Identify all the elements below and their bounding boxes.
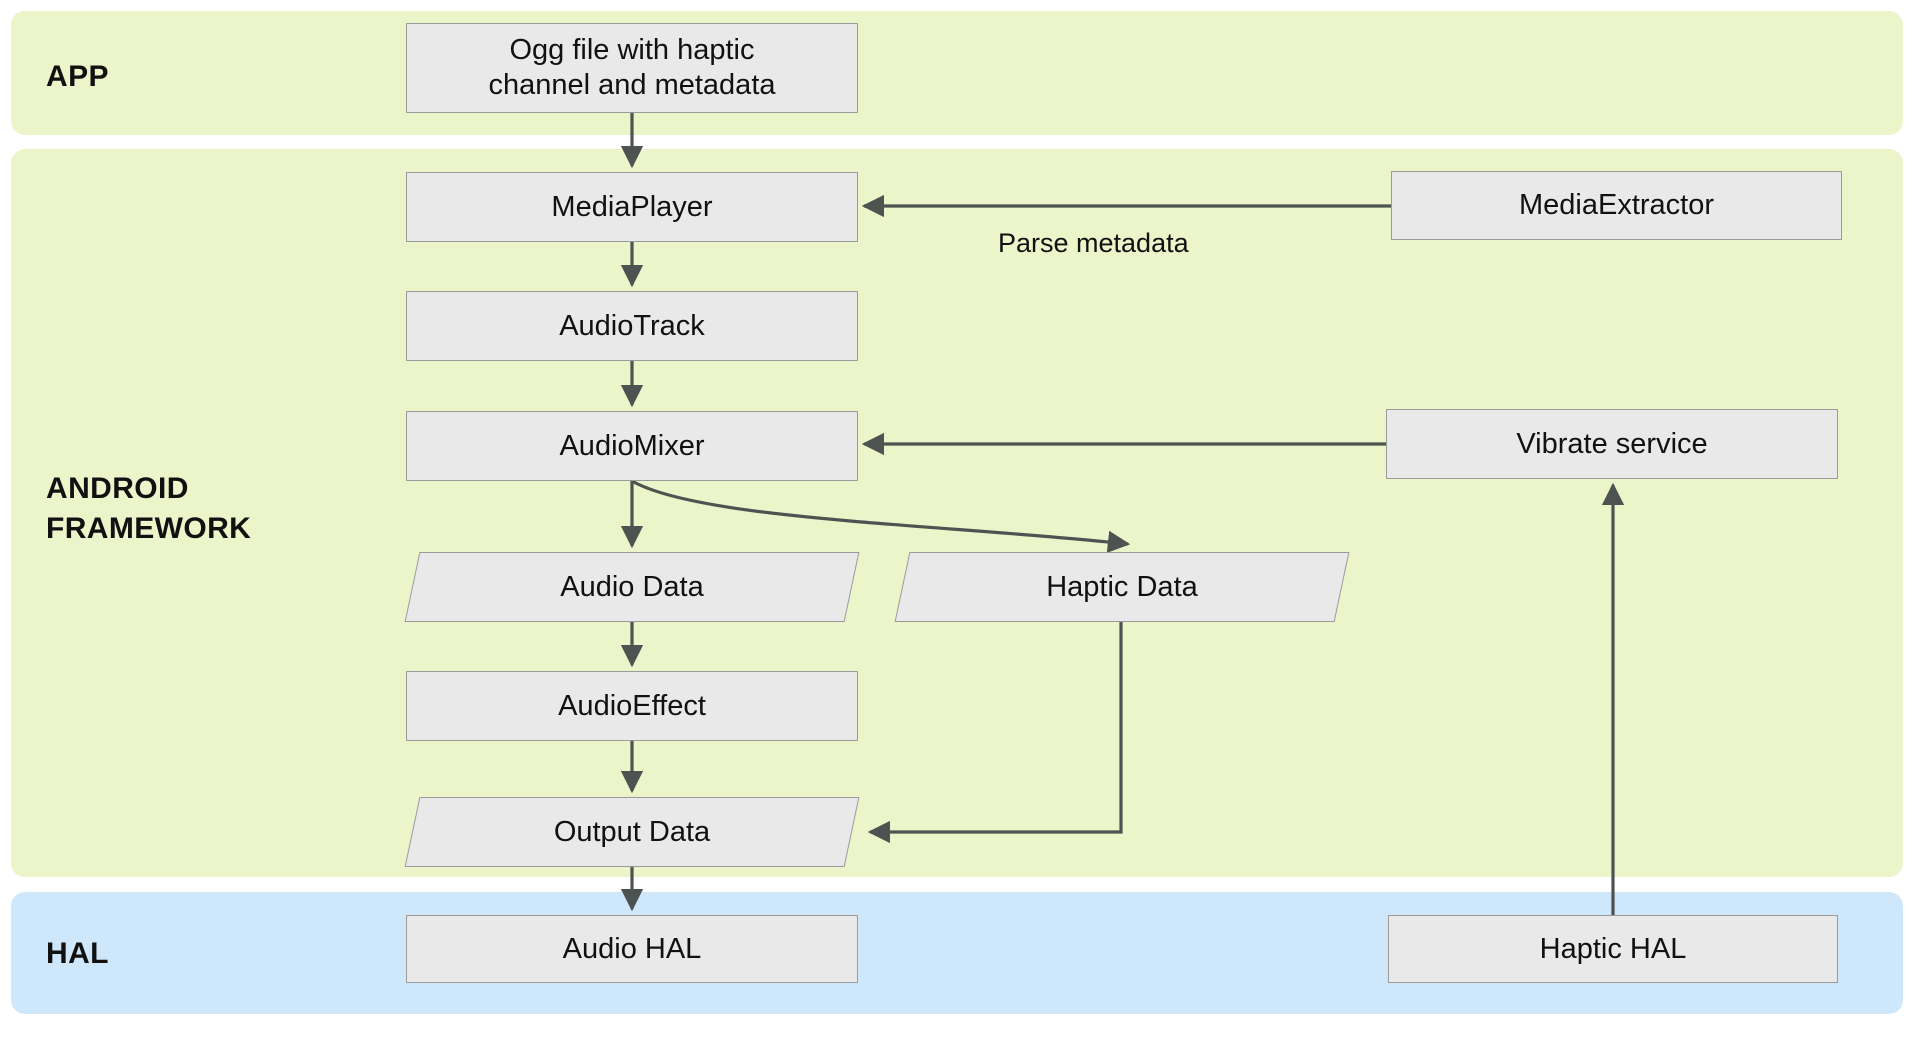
node-audiotrack-label: AudioTrack bbox=[559, 309, 705, 342]
band-label-app: APP bbox=[46, 60, 109, 93]
band-app bbox=[11, 11, 1903, 135]
node-audio-data[interactable]: Audio Data bbox=[404, 552, 860, 622]
node-audioeffect[interactable]: AudioEffect bbox=[406, 671, 858, 741]
node-ogg-file-label: Ogg file with haptic channel and metadat… bbox=[488, 34, 776, 101]
node-haptic-hal-label: Haptic HAL bbox=[1539, 932, 1687, 965]
node-vibrate-service-label: Vibrate service bbox=[1516, 427, 1708, 460]
node-haptic-hal[interactable]: Haptic HAL bbox=[1388, 915, 1838, 983]
node-audiomixer-label: AudioMixer bbox=[559, 429, 705, 462]
node-vibrate-service[interactable]: Vibrate service bbox=[1386, 409, 1838, 479]
band-android-framework bbox=[11, 149, 1903, 877]
node-mediaextractor[interactable]: MediaExtractor bbox=[1391, 171, 1842, 240]
node-haptic-data-label: Haptic Data bbox=[1046, 570, 1198, 603]
node-output-data-label: Output Data bbox=[553, 815, 711, 848]
edge-label-parse-metadata: Parse metadata bbox=[998, 228, 1189, 258]
node-audiomixer[interactable]: AudioMixer bbox=[406, 411, 858, 481]
node-mediaextractor-label: MediaExtractor bbox=[1518, 189, 1714, 222]
node-ogg-file[interactable]: Ogg file with haptic channel and metadat… bbox=[406, 23, 858, 113]
band-label-android-framework: ANDROID FRAMEWORK bbox=[46, 472, 252, 545]
node-audiotrack[interactable]: AudioTrack bbox=[406, 291, 858, 361]
band-label-hal: HAL bbox=[46, 937, 109, 970]
node-audio-hal-label: Audio HAL bbox=[562, 932, 702, 965]
node-output-data[interactable]: Output Data bbox=[404, 797, 860, 867]
node-mediaplayer-label: MediaPlayer bbox=[551, 190, 713, 223]
node-mediaplayer[interactable]: MediaPlayer bbox=[406, 172, 858, 242]
node-audio-hal[interactable]: Audio HAL bbox=[406, 915, 858, 983]
node-audio-data-label: Audio Data bbox=[560, 570, 704, 603]
node-haptic-data[interactable]: Haptic Data bbox=[894, 552, 1350, 622]
node-audioeffect-label: AudioEffect bbox=[558, 689, 706, 722]
